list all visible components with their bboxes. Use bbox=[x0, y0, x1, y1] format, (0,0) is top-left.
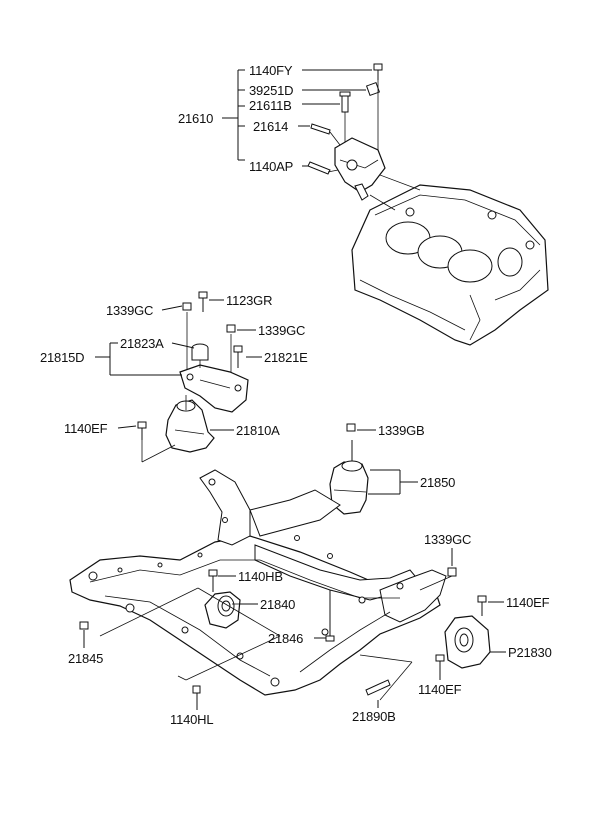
label-21810A: 21810A bbox=[236, 423, 280, 438]
label-1339GC-a: 1339GC bbox=[106, 303, 153, 318]
label-1140HL: 1140HL bbox=[170, 712, 213, 727]
leader-lines bbox=[83, 69, 506, 710]
bolt-21890B bbox=[365, 679, 391, 696]
label-21815D: 21815D bbox=[40, 350, 84, 365]
front-subframe bbox=[69, 469, 447, 696]
nut-1339GC-c bbox=[447, 567, 457, 577]
engine-block bbox=[351, 184, 549, 346]
bolt-1140EF-b bbox=[477, 595, 487, 616]
label-1140EF-a: 1140EF bbox=[64, 421, 108, 436]
label-1140EF-c: 1140EF bbox=[418, 682, 462, 697]
label-1140AP: 1140AP bbox=[249, 159, 293, 174]
label-21614: 21614 bbox=[253, 119, 288, 134]
label-21846: 21846 bbox=[268, 631, 303, 646]
engine-mount-bracket-21610 bbox=[334, 137, 386, 201]
label-1140HB: 1140HB bbox=[238, 569, 283, 584]
label-21821E: 21821E bbox=[264, 350, 308, 365]
insulator-21823A bbox=[191, 343, 209, 361]
rear-mount-21840 bbox=[204, 591, 241, 629]
bolt-21611B bbox=[339, 91, 351, 113]
label-1339GB: 1339GB bbox=[378, 423, 425, 438]
label-1339GC-c: 1339GC bbox=[424, 532, 471, 547]
bolt-1140HB bbox=[208, 569, 218, 592]
label-21610: 21610 bbox=[178, 111, 213, 126]
bolt-39251D bbox=[365, 81, 381, 97]
label-21823A: 21823A bbox=[120, 336, 164, 351]
label-39251D: 39251D bbox=[249, 83, 293, 98]
nut-1339GC-a bbox=[182, 302, 192, 311]
label-21890B: 21890B bbox=[352, 709, 396, 724]
label-21611B: 21611B bbox=[249, 98, 292, 113]
label-21840: 21840 bbox=[260, 597, 295, 612]
bolt-1140EF-a bbox=[137, 421, 147, 440]
transmission-mount-21850 bbox=[329, 440, 369, 515]
bolt-21821E bbox=[233, 345, 243, 368]
nut-1339GB bbox=[346, 423, 356, 432]
mount-bracket-21815D bbox=[179, 364, 249, 413]
label-1123GR: 1123GR bbox=[226, 293, 272, 308]
bolt-1123GR bbox=[198, 291, 208, 312]
engine-mount-21810A bbox=[165, 399, 215, 453]
bolt-1140FY bbox=[373, 63, 383, 80]
mount-P21830 bbox=[444, 615, 491, 669]
label-1140FY: 1140FY bbox=[249, 63, 293, 78]
bolt-21845 bbox=[79, 621, 89, 630]
bolt-1140EF-c bbox=[435, 654, 445, 672]
label-P21830: P21830 bbox=[508, 645, 552, 660]
label-21850: 21850 bbox=[420, 475, 455, 490]
label-1140EF-b: 1140EF bbox=[506, 595, 550, 610]
bolt-1140AP bbox=[307, 161, 331, 175]
nut-1339GC-b bbox=[226, 324, 236, 333]
bolt-21614 bbox=[310, 123, 331, 135]
label-1339GC-b: 1339GC bbox=[258, 323, 305, 338]
label-21845: 21845 bbox=[68, 651, 103, 666]
bolt-1140HL bbox=[192, 685, 201, 700]
